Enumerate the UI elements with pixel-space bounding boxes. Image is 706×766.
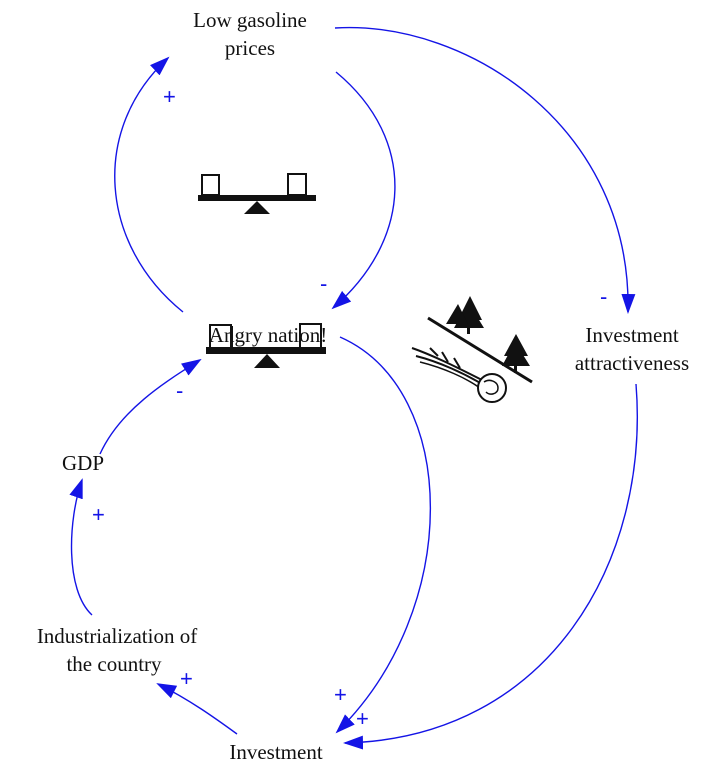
polarity-gasoline-to-attractiveness: - (600, 284, 608, 309)
link-attractiveness-to-investment (343, 383, 638, 750)
polarity-attractiveness-to-investment: + (356, 706, 369, 731)
balance-scale-icon (206, 323, 326, 368)
node-gdp-label: GDP (61, 451, 104, 475)
polarity-angry-to-gasoline: + (163, 84, 176, 109)
node-low-gasoline-prices-line2: prices (224, 36, 276, 60)
skier-snowball-icon (411, 296, 533, 403)
node-low-gasoline-prices: Low gasoline prices (165, 6, 335, 62)
node-investment-attractiveness: Investment attractiveness (558, 321, 706, 377)
link-gasoline-to-angry (331, 71, 396, 310)
balance-scale-icon (198, 173, 316, 214)
link-gdp-to-angry (99, 358, 202, 455)
link-gasoline-to-attractiveness (334, 26, 636, 314)
polarity-investment-to-industrialization: + (180, 666, 193, 691)
node-industrialization-line1: Industrialization of (36, 624, 198, 648)
node-angry-nation-label: Angry nation! (208, 323, 328, 347)
link-angry-to-gasoline (114, 56, 184, 313)
node-gdp: GDP (48, 449, 118, 477)
polarity-industrialization-to-gdp: + (92, 502, 105, 527)
link-angry-to-investment (335, 336, 431, 734)
polarity-angry-to-investment: + (334, 682, 347, 707)
node-low-gasoline-prices-line1: Low gasoline (193, 8, 307, 32)
node-angry-nation: Angry nation! (178, 321, 358, 349)
node-investment: Investment (206, 738, 346, 766)
node-investment-label: Investment (229, 740, 323, 764)
node-investment-attractiveness-line2: attractiveness (574, 351, 690, 375)
node-industrialization: Industrialization of the country (6, 622, 228, 678)
polarity-gasoline-to-angry: - (320, 271, 328, 296)
node-investment-attractiveness-line1: Investment (585, 323, 679, 347)
link-industrialization-to-gdp (69, 478, 93, 616)
polarity-gdp-to-angry: - (176, 378, 184, 403)
node-industrialization-line2: the country (66, 652, 162, 676)
link-investment-to-industrialization (156, 683, 238, 735)
